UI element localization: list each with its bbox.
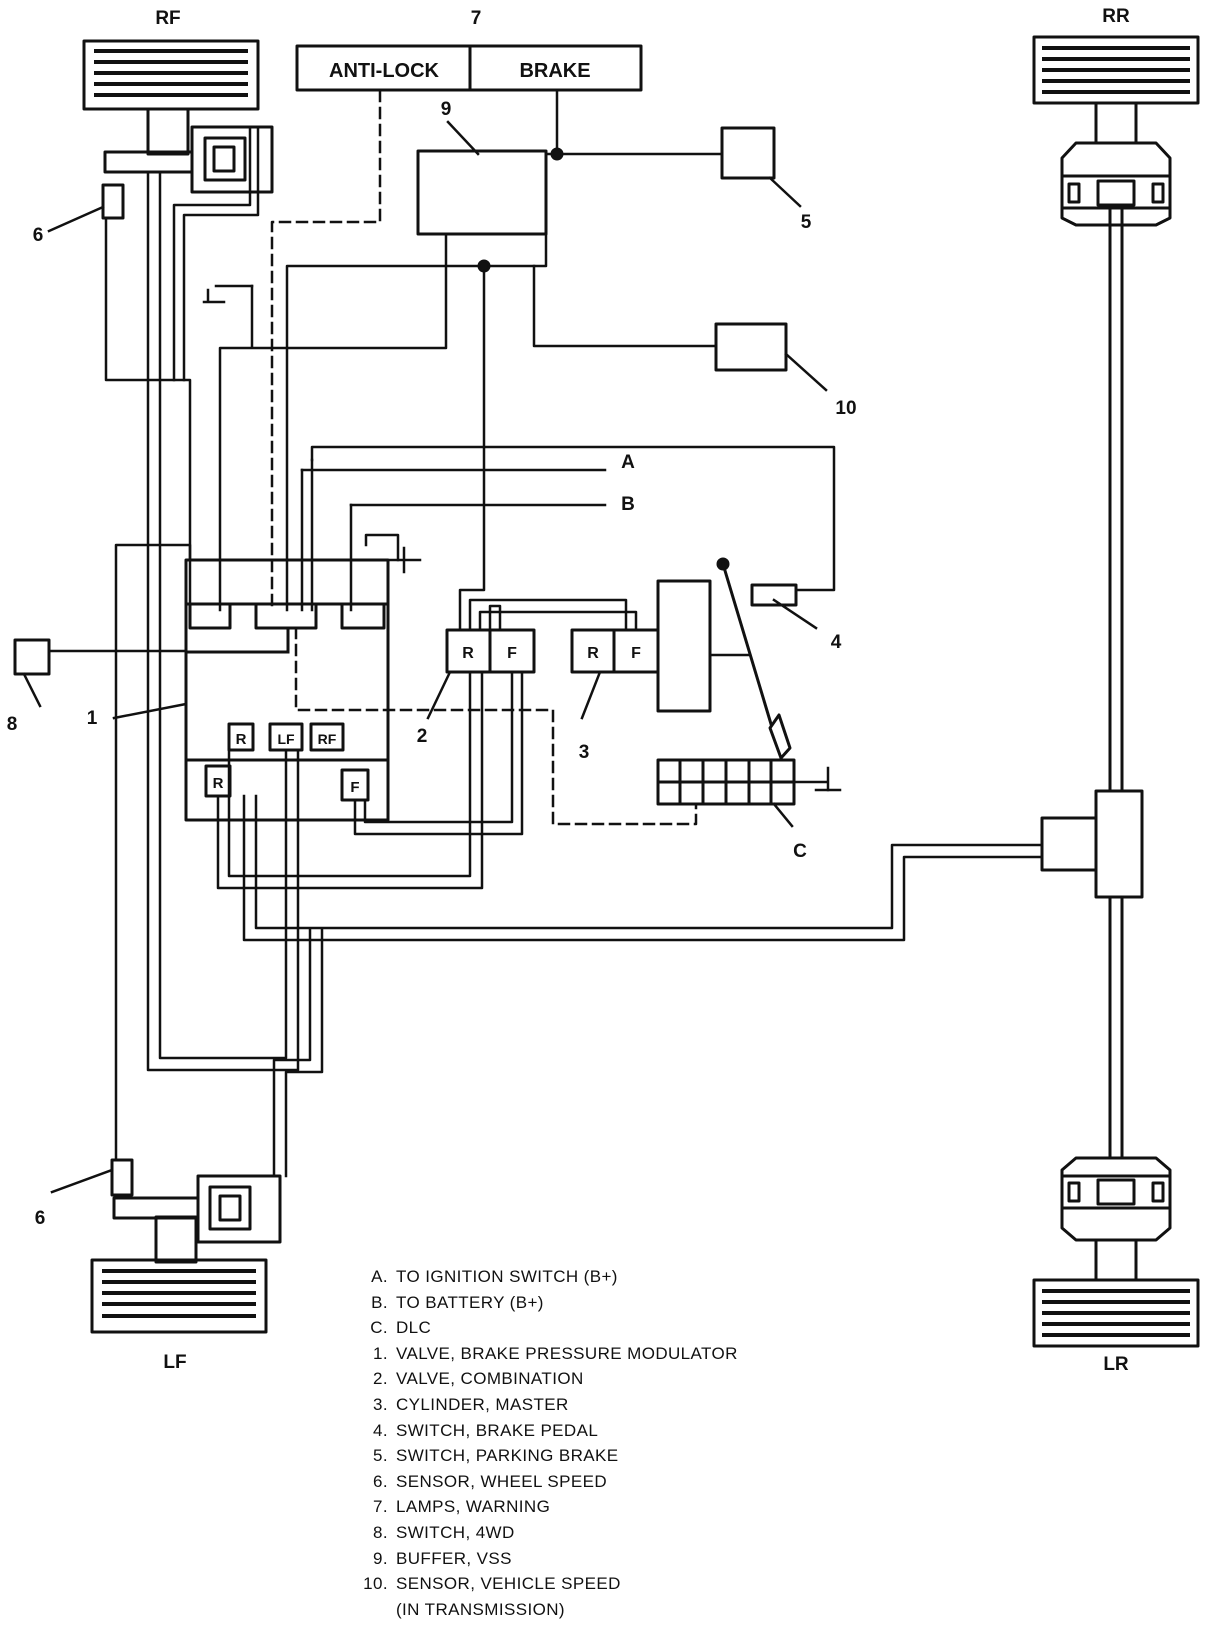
callout-9: 9: [441, 99, 452, 120]
legend-item: 6.SENSOR, WHEEL SPEED: [373, 1471, 608, 1491]
legend-item: 9.BUFFER, VSS: [373, 1548, 512, 1568]
modulator-port-r-upper: [227, 722, 255, 752]
dlc-connector: [656, 758, 796, 806]
lf-wheel-speed-sensor: [110, 1158, 134, 1197]
brake-booster: [656, 579, 712, 713]
callout-c: C: [793, 841, 807, 862]
legend-item: C.DLC: [370, 1318, 432, 1338]
wheel-label-rf: RF: [155, 8, 180, 29]
modulator-port-rf: [309, 722, 345, 752]
4wd-switch: [13, 638, 51, 676]
callout-a: A: [621, 452, 635, 473]
warning-lamps-module: [295, 44, 643, 92]
wheel-label-lf: LF: [163, 1352, 186, 1373]
electrical-wiring: [47, 89, 842, 1162]
parking-brake-switch: [720, 126, 776, 180]
callout-3: 3: [579, 742, 590, 763]
callout-6-top: 6: [33, 225, 44, 246]
master-label-f: F: [631, 645, 641, 662]
junction-dot: [477, 259, 491, 273]
callout-6-bottom: 6: [35, 1208, 46, 1229]
combo-label-r: R: [462, 645, 474, 662]
vss-buffer: [416, 149, 548, 236]
callout-8: 8: [7, 714, 18, 735]
rear-axle-shaft-lower: [1108, 895, 1124, 1165]
legend-item: 1.VALVE, BRAKE PRESSURE MODULATOR: [373, 1343, 738, 1363]
legend-item: 10.SENSOR, VEHICLE SPEED: [363, 1574, 621, 1594]
lamp-text-brake: BRAKE: [519, 60, 590, 82]
wheel-label-rr: RR: [1102, 6, 1130, 27]
port-label-rf: RF: [318, 731, 337, 747]
differential: [1094, 789, 1144, 899]
callout-5: 5: [801, 212, 812, 233]
legend-item: 7.LAMPS, WARNING: [373, 1497, 551, 1517]
combo-label-f: F: [507, 645, 517, 662]
vehicle-speed-sensor: [714, 322, 788, 372]
wheel-label-lr: LR: [1103, 1354, 1129, 1375]
legend-item: 8.SWITCH, 4WD: [373, 1522, 515, 1542]
diagram-labels: RF LF RR LR 7 ANTI-LOCK BRAKE 9 5 6 10 A…: [7, 6, 1130, 1375]
brake-pedal: [716, 557, 792, 760]
callout-leaders: [22, 120, 828, 1194]
callout-4: 4: [831, 632, 842, 653]
legend-item: B.TO BATTERY (B+): [371, 1292, 544, 1312]
rf-wheel-assembly: [82, 39, 274, 220]
legend: A.TO IGNITION SWITCH (B+) B.TO BATTERY (…: [358, 1264, 738, 1622]
callout-7: 7: [471, 8, 482, 29]
lamp-text-anti-lock: ANTI-LOCK: [329, 60, 440, 82]
port-label-r-lower: R: [213, 775, 224, 792]
legend-item: 2.VALVE, COMBINATION: [373, 1369, 584, 1389]
rear-axle-shaft-upper: [1108, 203, 1124, 793]
port-label-lf: LF: [277, 731, 295, 747]
master-label-r: R: [587, 645, 599, 662]
data-link-dashed: [270, 89, 698, 826]
rf-wheel-speed-sensor: [101, 183, 125, 220]
rear-axle-assembly: [1032, 35, 1200, 1348]
legend-item: (IN TRANSMISSION): [396, 1599, 565, 1619]
legend-item: 3.CYLINDER, MASTER: [373, 1394, 569, 1414]
port-label-r-upper: R: [236, 731, 247, 748]
junction-dot: [550, 147, 564, 161]
legend-item: 5.SWITCH, PARKING BRAKE: [373, 1446, 619, 1466]
lf-wheel-assembly: [90, 1158, 282, 1334]
callout-b: B: [621, 494, 635, 515]
callout-1: 1: [87, 708, 98, 729]
callout-10: 10: [835, 398, 856, 419]
legend-item: A.TO IGNITION SWITCH (B+): [371, 1267, 618, 1286]
brake-lines: [146, 125, 1044, 1178]
callout-2: 2: [417, 726, 428, 747]
port-label-f: F: [350, 779, 359, 796]
legend-item: 4.SWITCH, BRAKE PEDAL: [373, 1420, 599, 1440]
brake-pedal-switch: [750, 583, 798, 607]
